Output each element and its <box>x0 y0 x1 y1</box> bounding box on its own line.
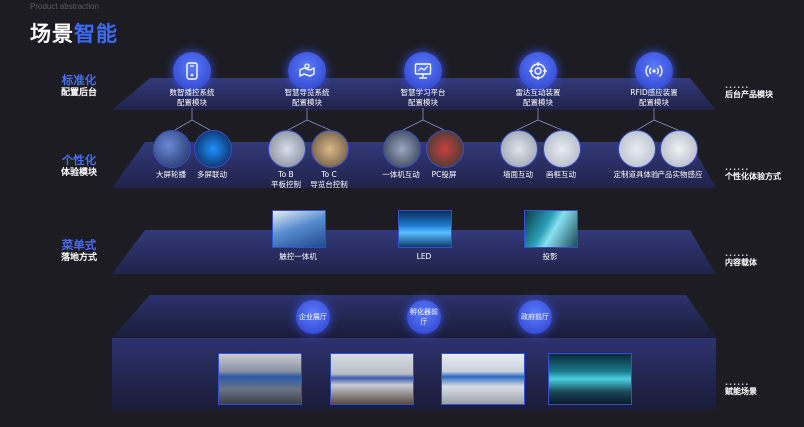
venue-node: 孵化器前厅 <box>407 300 441 334</box>
experience-caption: 多屏联动 <box>197 170 227 179</box>
experience-photo <box>194 130 232 168</box>
monitor-icon <box>404 52 442 90</box>
carrier-image <box>398 210 452 248</box>
carrier-caption: 触控一体机 <box>279 252 317 261</box>
experience-caption: 画框互动 <box>546 170 576 179</box>
layer-label-standard: 标准化配置后台 <box>60 73 97 98</box>
right-label-backend: ......后台产品模块 <box>725 81 773 100</box>
module-caption: 智慧学习平台配置模块 <box>400 88 446 107</box>
module-caption: RFID感应装置配置模块 <box>630 88 678 107</box>
carrier-caption: 投影 <box>542 252 558 261</box>
experience-caption: 大屏轮播 <box>156 170 186 179</box>
venue-photo <box>330 353 414 405</box>
venue-node: 政府前厅 <box>518 300 552 334</box>
layer-label-menu: 菜单式落地方式 <box>60 238 97 263</box>
experience-photo <box>311 130 349 168</box>
module-caption: 雷达互动装置配置模块 <box>515 88 561 107</box>
module-caption: 智慧导览系统配置模块 <box>284 88 330 107</box>
eyebrow-text: Product abstraction <box>30 2 99 11</box>
carrier-image <box>524 210 578 248</box>
venue-photo <box>441 353 525 405</box>
carrier-caption: LED <box>416 252 432 261</box>
module-caption: 数智播控系统配置模块 <box>169 88 215 107</box>
experience-caption: PC投屏 <box>431 170 457 179</box>
experience-caption: 产品实物感应 <box>657 170 703 179</box>
experience-caption: 一体机互动 <box>382 170 420 179</box>
right-label-experience: ......个性化体验方式 <box>725 163 781 182</box>
map-icon <box>288 52 326 90</box>
experience-photo <box>543 130 581 168</box>
right-label-carrier: ......内容载体 <box>725 249 757 268</box>
tablet-icon <box>173 52 211 90</box>
rfid-icon <box>635 52 673 90</box>
right-label-venue: ......赋能场景 <box>725 378 757 397</box>
venue-photo <box>218 353 302 405</box>
target-icon <box>519 52 557 90</box>
carrier-image <box>272 210 326 248</box>
experience-photo <box>500 130 538 168</box>
experience-photo <box>426 130 464 168</box>
experience-caption: 墙面互动 <box>503 170 533 179</box>
page-title: 场景智能 <box>30 22 118 46</box>
connector-lines <box>174 108 679 131</box>
venue-node: 企业展厅 <box>296 300 330 334</box>
experience-photo <box>268 130 306 168</box>
experience-photo <box>618 130 656 168</box>
experience-photo <box>153 130 191 168</box>
experience-photo <box>383 130 421 168</box>
layer-label-personal: 个性化体验模块 <box>60 153 97 178</box>
experience-caption: 定制道具体验 <box>613 170 659 179</box>
venue-photo <box>548 353 632 405</box>
band-backend <box>112 78 716 110</box>
experience-photo <box>660 130 698 168</box>
